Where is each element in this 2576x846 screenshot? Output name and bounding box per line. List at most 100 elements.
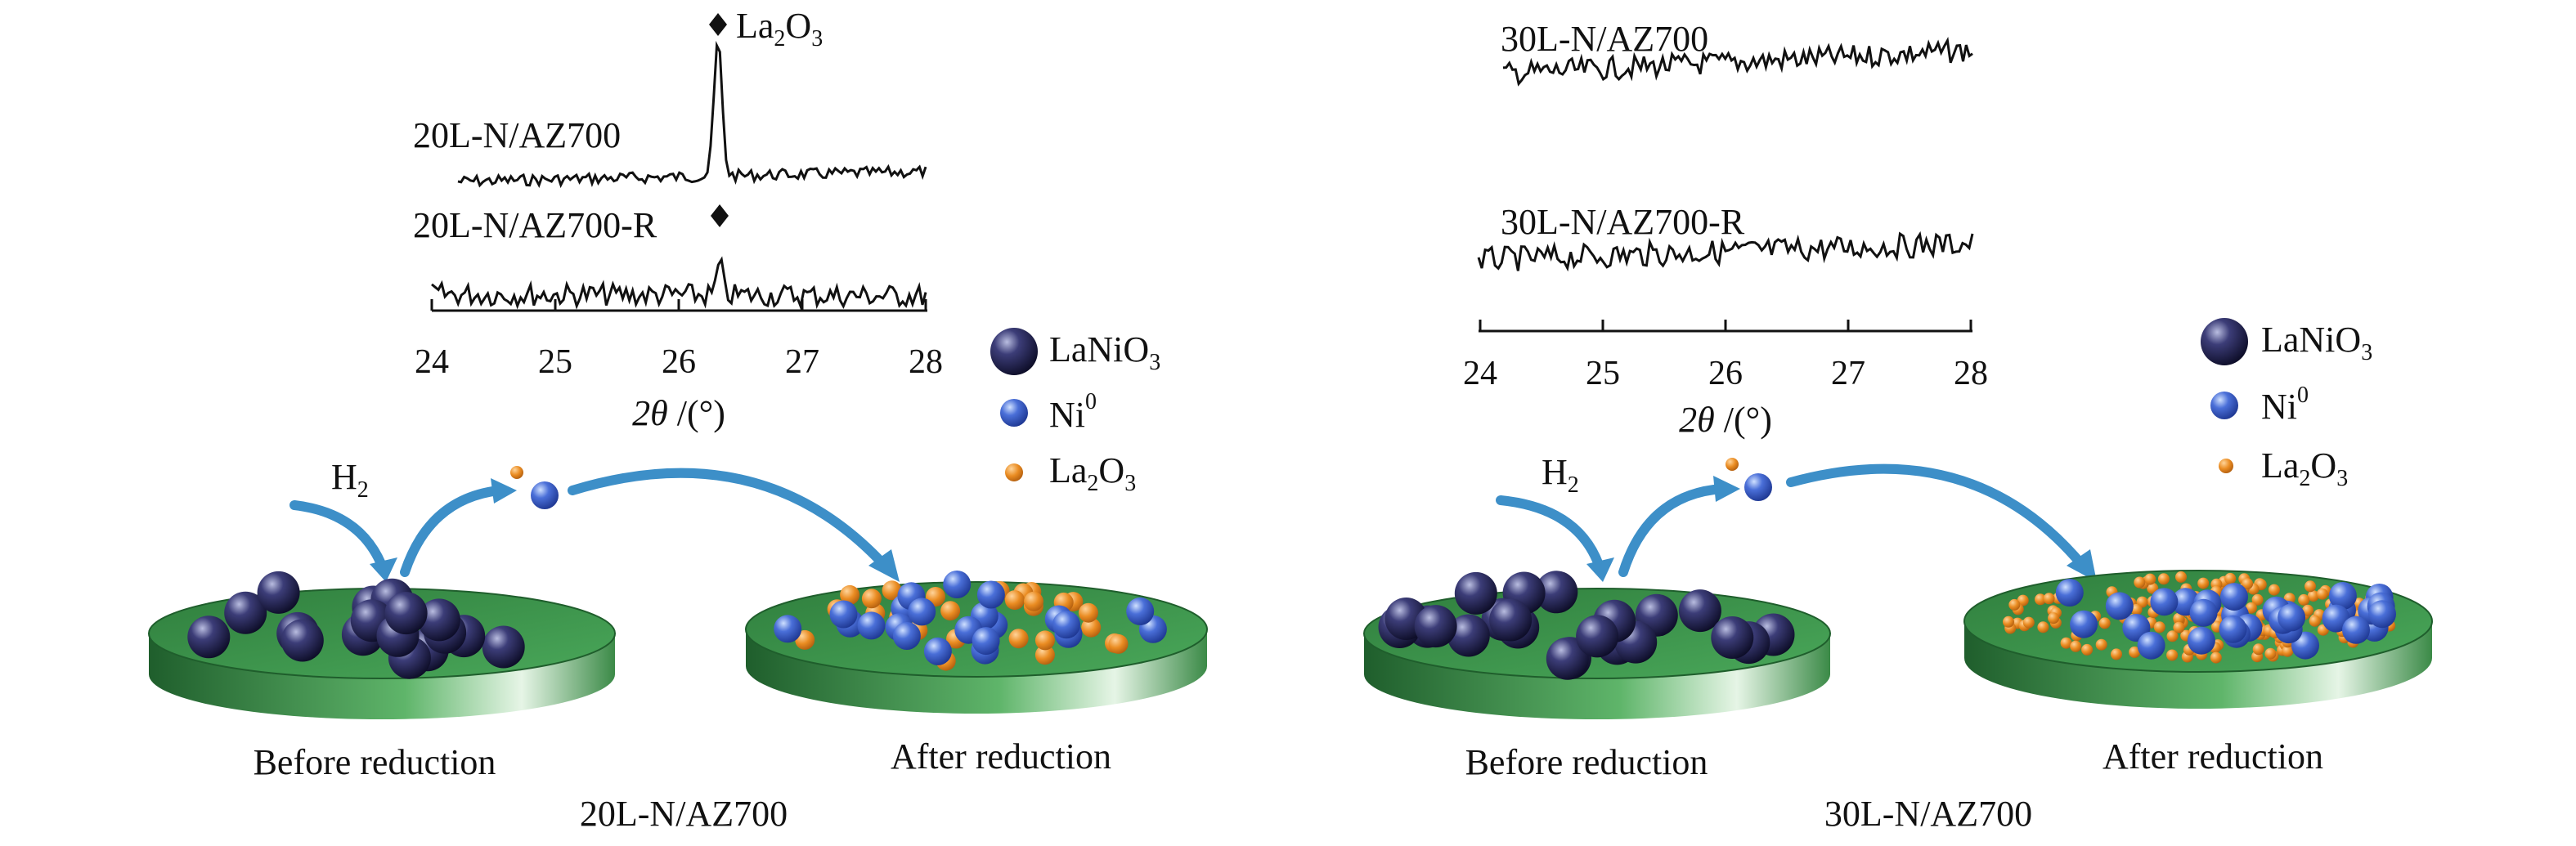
right-after-label: After reduction <box>2103 736 2323 777</box>
la2o3-particle <box>2173 612 2185 624</box>
left-axis-title: 2θ /(°) <box>632 393 725 433</box>
right-tick-label: 27 <box>1831 355 1865 392</box>
la2o3-particle <box>2210 651 2222 664</box>
lanio3-particle <box>280 619 324 662</box>
la2o3-particle <box>2309 615 2321 627</box>
ni-particle <box>943 571 972 598</box>
la2o3-particle <box>2144 573 2156 585</box>
la2o3-particle <box>2003 615 2014 628</box>
la2o3-particle <box>2017 594 2029 607</box>
la2o3-particle <box>2251 593 2264 606</box>
left-peak-marker-bottom <box>711 204 729 227</box>
lanio3-particle <box>1414 605 1457 648</box>
la2o3-particle <box>2153 621 2165 633</box>
la2o3-particle <box>1004 590 1025 611</box>
la2o3-particle <box>1034 645 1055 665</box>
right-legend: LaNiO3 Ni0 La2O3 <box>2201 318 2372 491</box>
lanio3-particle <box>417 598 460 642</box>
left-trace-20L <box>457 40 927 189</box>
la2o3-particle <box>2111 648 2122 660</box>
lanio3-particle <box>224 591 267 634</box>
left-panel-caption: 20L-N/AZ700 <box>580 794 788 834</box>
right-disk-after <box>1963 570 2433 709</box>
la2o3-particle <box>2035 593 2046 606</box>
left-xrd-plot: La2O3 20L-N/AZ700 20L-N/AZ700-R 24 25 26… <box>413 6 943 433</box>
la2o3-particle <box>861 589 882 609</box>
lanio3-particle <box>1546 637 1589 680</box>
la2o3-particle <box>2008 598 2021 611</box>
right-axis-ticks <box>1479 320 1972 331</box>
left-tick-label: 28 <box>909 343 943 381</box>
ni-legend-icon <box>2210 392 2238 419</box>
lanio3-particle <box>257 571 300 614</box>
right-trace-bottom-label: 30L-N/AZ700-R <box>1501 202 1745 242</box>
la2o3-particle <box>2130 603 2143 615</box>
right-released-la2o3 <box>1726 458 1739 471</box>
ni-particle <box>972 627 1000 656</box>
left-trace-20L-R <box>431 256 927 311</box>
la2o3-particle <box>1034 630 1055 651</box>
ni-particle <box>976 580 1005 609</box>
left-arrows <box>289 468 900 582</box>
left-release-arrow <box>400 486 504 577</box>
lanio3-particle <box>1489 598 1533 642</box>
left-trace-top-label: 20L-N/AZ700 <box>413 115 621 155</box>
lanio3-particle <box>1678 589 1721 633</box>
lanio3-particle <box>384 592 428 635</box>
lanio3-particle <box>1711 616 1754 659</box>
ni-particle <box>892 622 921 650</box>
ni-particle <box>2070 610 2098 638</box>
ni-particle <box>2220 583 2248 611</box>
la2o3-particle <box>2037 621 2049 633</box>
la2o3-particle <box>2166 649 2179 661</box>
left-transfer-arrow <box>568 468 888 569</box>
la2o3-particle <box>940 601 961 621</box>
la2o3-particle <box>2134 576 2146 589</box>
ni-particle <box>1126 597 1155 625</box>
lanio3-particle <box>1535 571 1578 614</box>
right-trace-top-label: 30L-N/AZ700 <box>1501 19 1708 59</box>
la2o3-particle <box>2129 646 2141 658</box>
la2o3-particle <box>840 584 860 605</box>
la2o3-particle <box>2043 593 2055 605</box>
right-tick-label: 25 <box>1586 355 1620 392</box>
la2o3-particle <box>1008 629 1029 649</box>
la2o3-particle <box>1078 602 1098 623</box>
la2o3-particle <box>2268 584 2280 596</box>
la2o3-particle <box>2282 645 2294 657</box>
left-tick-label: 26 <box>662 343 696 381</box>
ni-particle <box>2342 615 2370 644</box>
left-legend: LaNiO3 Ni0 La2O3 <box>990 328 1160 496</box>
la2o3-particle <box>2081 643 2094 656</box>
right-released-ni <box>1744 473 1772 501</box>
ni-particle <box>857 611 886 640</box>
la2o3-legend-icon <box>2219 459 2233 473</box>
la2o3-particle <box>2304 580 2316 593</box>
la2o3-particle <box>2307 590 2319 602</box>
la2o3-particle <box>1081 617 1102 638</box>
right-release-arrow <box>1618 484 1726 577</box>
la2o3-particle <box>2245 602 2257 614</box>
lanio3-particle <box>187 615 231 659</box>
left-legend-la2o3-label: La2O3 <box>1049 450 1136 496</box>
la2o3-particle <box>2175 571 2187 583</box>
right-tick-label: 24 <box>1463 355 1497 392</box>
left-h2-arrow <box>289 500 389 577</box>
la2o3-particle <box>2197 577 2210 589</box>
right-legend-lanio3-label: LaNiO3 <box>2261 320 2372 365</box>
right-legend-la2o3-label: La2O3 <box>2261 445 2348 491</box>
ni-particle <box>2328 582 2357 610</box>
la2o3-particle <box>2242 578 2254 590</box>
left-before-label: Before reduction <box>254 742 496 782</box>
la2o3-particle <box>2224 572 2237 584</box>
ni-particle <box>1052 611 1080 639</box>
ni-particle <box>2278 603 2306 632</box>
la2o3-particle <box>2166 630 2179 642</box>
left-tick-label: 27 <box>785 343 819 381</box>
lanio3-particle <box>482 625 525 669</box>
la2o3-particle <box>2022 616 2035 629</box>
right-trace-30L <box>1502 36 1973 87</box>
ni-particle <box>829 600 858 629</box>
la2o3-particle <box>2098 617 2111 629</box>
right-h2-arrow <box>1496 495 1606 577</box>
